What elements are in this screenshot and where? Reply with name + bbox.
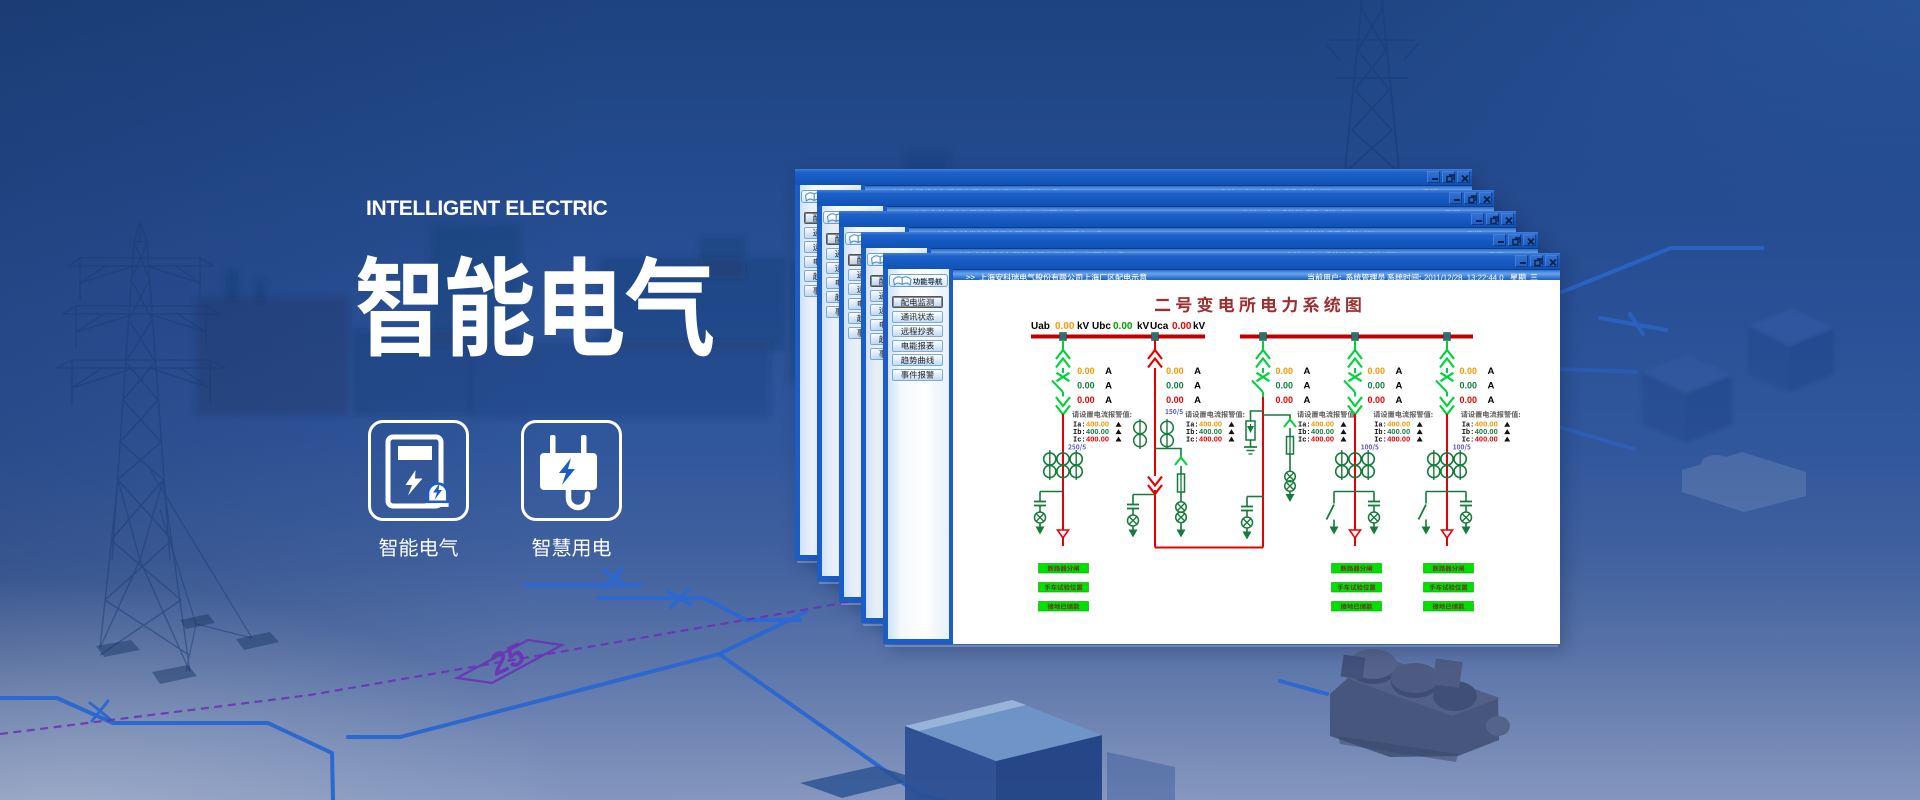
- svg-text:0.00: 0.00: [1172, 321, 1192, 332]
- svg-text:kV: kV: [1137, 321, 1150, 332]
- svg-text:0.00: 0.00: [1055, 321, 1075, 332]
- svg-text:Ubc: Ubc: [1092, 321, 1111, 332]
- svg-text:kV: kV: [1077, 321, 1090, 332]
- svg-text:Uca: Uca: [1150, 321, 1169, 332]
- svg-text:Uab: Uab: [1031, 321, 1050, 332]
- svg-text:kV: kV: [1193, 321, 1206, 332]
- svg-text:0.00: 0.00: [1113, 321, 1133, 332]
